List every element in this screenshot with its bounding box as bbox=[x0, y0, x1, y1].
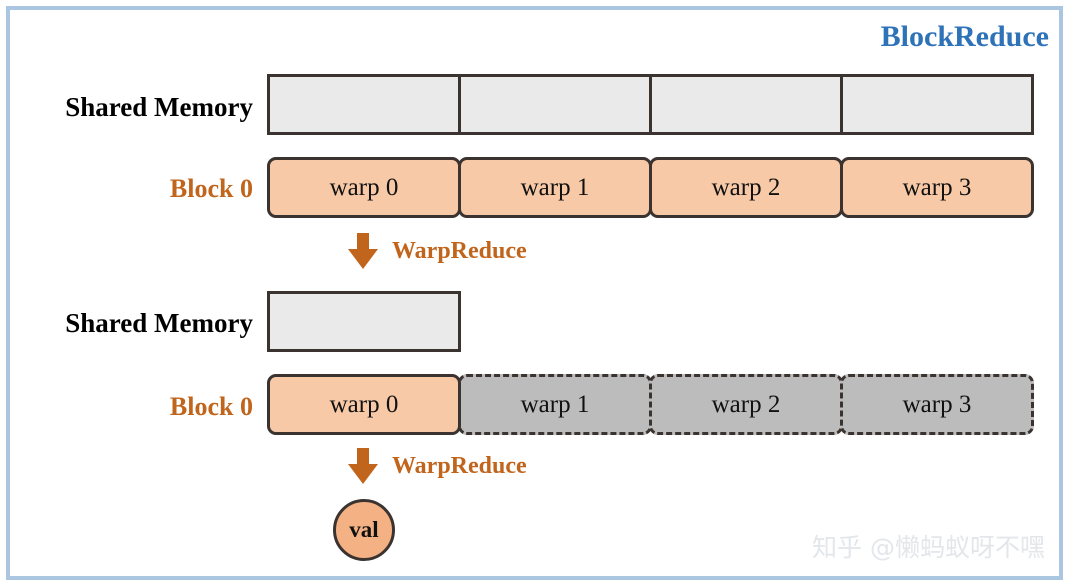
stage1-shared-memory-row bbox=[267, 74, 1034, 135]
stage1-shared-memory-label: Shared Memory bbox=[65, 92, 253, 122]
warp-box[interactable]: warp 0 bbox=[267, 157, 461, 218]
warp-box-inactive[interactable]: warp 2 bbox=[649, 374, 843, 435]
shared-memory-cell bbox=[267, 291, 461, 352]
shared-memory-cell bbox=[649, 74, 843, 135]
warp-box-inactive[interactable]: warp 3 bbox=[840, 374, 1034, 435]
stage1-block-label: Block 0 bbox=[169, 174, 253, 203]
stage1-warpreduce-arrow-group: WarpReduce bbox=[348, 233, 527, 269]
arrow-down-icon bbox=[348, 233, 378, 269]
shared-memory-cell bbox=[267, 74, 461, 135]
diagram-title: BlockReduce bbox=[880, 20, 1049, 53]
stage2-warp-row: warp 0 warp 1 warp 2 warp 3 bbox=[267, 374, 1034, 435]
arrow-down-icon bbox=[348, 448, 378, 484]
shared-memory-cell bbox=[458, 74, 652, 135]
watermark: 知乎 @懒蚂蚁呀不嘿 bbox=[812, 533, 1045, 562]
warp-box-inactive[interactable]: warp 1 bbox=[458, 374, 652, 435]
stage2-block-label: Block 0 bbox=[169, 392, 253, 421]
result-val-circle: val bbox=[333, 499, 395, 561]
warp-box[interactable]: warp 2 bbox=[649, 157, 843, 218]
stage2-warpreduce-arrow-group: WarpReduce bbox=[348, 448, 527, 484]
stage2-shared-memory-row bbox=[267, 291, 461, 352]
warp-box[interactable]: warp 3 bbox=[840, 157, 1034, 218]
stage1-warp-row: warp 0 warp 1 warp 2 warp 3 bbox=[267, 157, 1034, 218]
stage2-warpreduce-label: WarpReduce bbox=[392, 452, 527, 479]
stage2-shared-memory-label: Shared Memory bbox=[65, 308, 253, 338]
shared-memory-cell bbox=[840, 74, 1034, 135]
warp-box[interactable]: warp 1 bbox=[458, 157, 652, 218]
warp-box[interactable]: warp 0 bbox=[267, 374, 461, 435]
stage1-warpreduce-label: WarpReduce bbox=[392, 237, 527, 264]
